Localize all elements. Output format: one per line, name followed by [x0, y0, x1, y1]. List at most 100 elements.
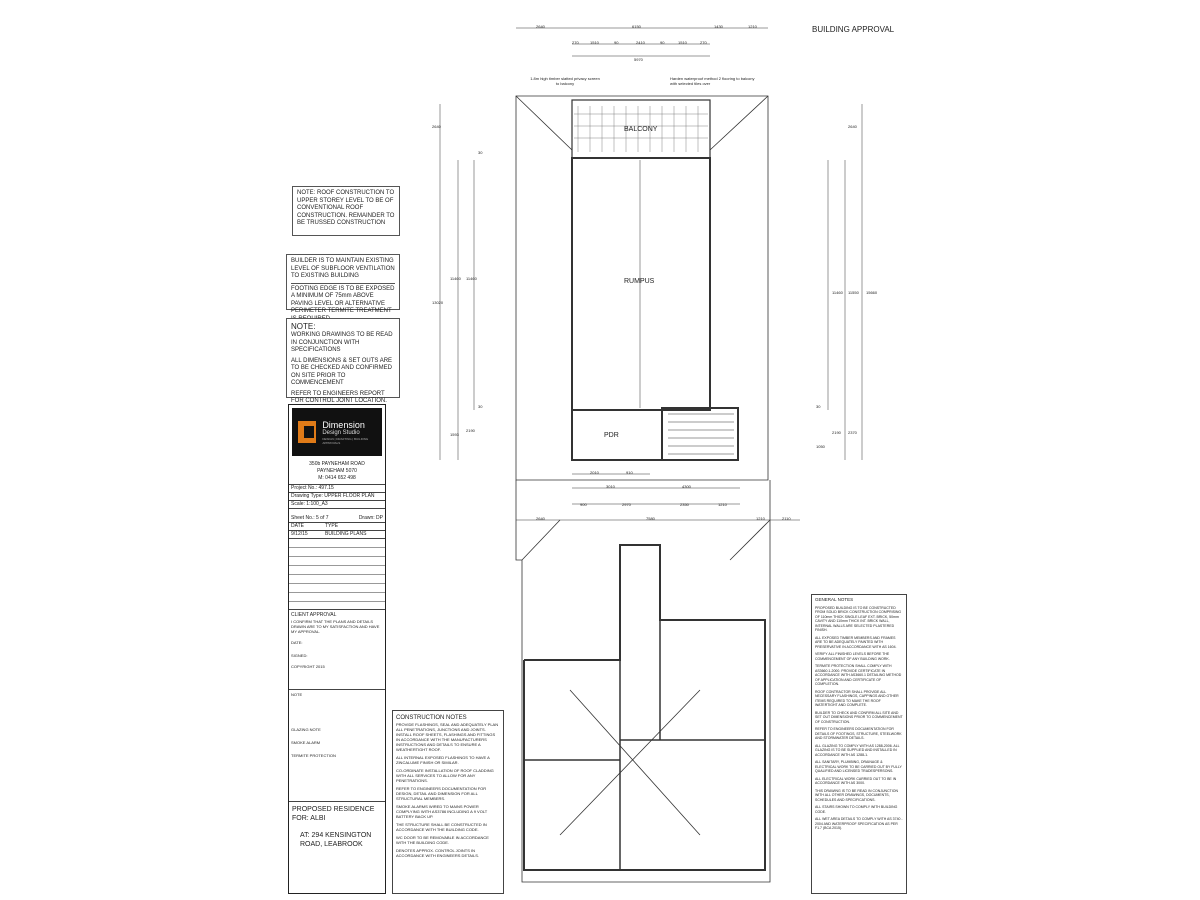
general-notes-title: GENERAL NOTES: [815, 597, 854, 602]
construction-note-1: PROVIDE FLASHINGS, SEAL AND ADEQUATELY P…: [396, 722, 499, 752]
construction-note-5: SMOKE ALARMS WIRED TO MAINS POWER COMPLY…: [396, 804, 488, 819]
lower-walls: [523, 544, 766, 871]
company-address: 350b PAYNEHAM ROAD PAYNEHAM 5070 M: 0414…: [289, 459, 385, 485]
dim-right-2: 15660: [866, 290, 878, 295]
lower-roof-outline: [515, 480, 771, 883]
revision-row: 9/12/15 BUILDING PLANS: [289, 531, 385, 539]
client-approval: CLIENT APPROVAL I CONFIRM THAT THE PLANS…: [289, 610, 385, 690]
dim-right-5: 2370: [848, 430, 857, 435]
rev-type-header: TYPE: [325, 523, 339, 529]
dim-bottom-1a: 2010: [590, 470, 599, 475]
glazing-note: GLAZING NOTE: [291, 727, 321, 732]
smoke-alarm-note: SMOKE ALARM: [291, 740, 321, 745]
dim-top-1: 2640: [536, 24, 545, 29]
termite-note: TERMITE PROTECTION: [291, 753, 336, 758]
dim-top-r2-1: 270: [572, 40, 579, 45]
general-note-12: ALL STAIRS SHOWN TO COMPLY WITH BUILDING…: [815, 805, 898, 814]
client-approval-title: CLIENT APPROVAL: [291, 612, 337, 618]
screen-annotation: 1.8m high timber slatted privacy screen …: [530, 76, 600, 86]
dim-bottom-4b: 7580: [646, 516, 655, 521]
dim-bottom-3d: 1210: [718, 502, 727, 507]
general-note-6: BUILDER TO CHECK AND CONFIRM ALL SITE AN…: [815, 710, 903, 724]
address-line-1: 350b PAYNEHAM ROAD: [309, 461, 365, 467]
general-note-10: ALL ELECTRICAL WORK CARRIED OUT TO BE IN…: [815, 776, 897, 786]
dim-right-7: 1050: [816, 444, 825, 449]
company-tagline: DESIGN | DRAFTING | BUILDING APPROVALS: [322, 436, 369, 445]
dim-top-r2-6: 1510: [678, 40, 687, 45]
general-note-13: ALL WET AREA DETAILS TO COMPLY WITH AS 3…: [815, 817, 903, 830]
dim-top-r2-3: 90: [614, 40, 619, 45]
rev-date: 9/12/15: [291, 531, 308, 537]
site-address-1: AT: 294 KENSINGTON: [300, 832, 372, 839]
note-title: NOTE:: [291, 322, 316, 331]
dim-bottom-4d: 2110: [782, 516, 791, 521]
rev-date-header: DATE: [291, 523, 304, 529]
dim-left-8: 30: [478, 404, 483, 409]
construction-note-6: THE STRUCTURE SHALL BE CONSTRUCTED IN AC…: [396, 822, 487, 832]
scale: Scale: 1:100_A3: [289, 501, 385, 509]
approval-label: BUILDING APPROVAL: [812, 25, 895, 34]
client-date-label: DATE:: [291, 640, 303, 645]
drawing-type: Drawing Type: UPPER FLOOR PLAN: [289, 493, 385, 501]
general-notes: GENERAL NOTES PROPOSED BUILDING IS TO BE…: [811, 594, 907, 894]
construction-note-2: ALL INTERNAL EXPOSED FLASHINGS TO HAVE A…: [396, 755, 490, 765]
roof-note-text: NOTE: ROOF CONSTRUCTION TO UPPER STOREY …: [297, 190, 395, 226]
room-balcony: BALCONY: [624, 126, 658, 133]
dim-right-6: 2190: [832, 430, 841, 435]
dim-left-7: 30: [478, 150, 483, 155]
builder-note-1: BUILDER IS TO MAINTAIN EXISTING LEVEL OF…: [291, 258, 395, 284]
roof-note: NOTE: ROOF CONSTRUCTION TO UPPER STOREY …: [292, 186, 400, 236]
revision-header: DATE TYPE: [289, 523, 385, 531]
sheet-row: Sheet No.: 5 of 7 Drawn: DP: [289, 515, 385, 523]
dim-top-2: 6150: [632, 24, 641, 29]
construction-note-3: CO-ORDINATE INSTALLATION OF ROOF CLADDIN…: [396, 768, 494, 783]
dim-bottom-3a: 900: [580, 502, 587, 507]
copyright: COPYRIGHT 2015: [291, 664, 325, 669]
client-approval-text: I CONFIRM THAT THE PLANS AND DETAILS DRA…: [291, 619, 380, 634]
company-logo: Dimension Design Studio DESIGN | DRAFTIN…: [292, 408, 382, 456]
general-note-4: TERMITE PROTECTION SHALL COMPLY WITH AS3…: [815, 664, 902, 686]
dim-top-r2-2: 1510: [590, 40, 599, 45]
company-name-1: Dimension: [322, 419, 365, 430]
title-block: Dimension Design Studio DESIGN | DRAFTIN…: [288, 404, 386, 894]
general-note-3: VERIFY ALL FINISHED LEVELS BEFORE THE CO…: [815, 652, 890, 661]
dim-left-5: 1593: [450, 432, 459, 437]
construction-note-8: DENOTES APPROX. CONTROL JOINTS IN ACCORD…: [396, 848, 480, 858]
waterproof-annotation: Harden waterproof method 2 flooring to b…: [670, 76, 755, 86]
note-2: ALL DIMENSIONS & SET OUTS ARE TO BE CHEC…: [291, 357, 393, 387]
dim-right-4: 11460: [832, 290, 843, 295]
dim-bottom-2a: 3010: [606, 484, 615, 489]
note-3: REFER TO ENGINEERS REPORT FOR CONTROL JO…: [291, 390, 387, 405]
dim-top-4: 1210: [748, 24, 757, 29]
general-note-11: THIS DRAWING IS TO BE READ IN CONJUNCTIO…: [815, 788, 898, 802]
sheet-no: Sheet No.: 5 of 7: [291, 515, 329, 521]
stair-treads: [668, 413, 734, 455]
dim-bottom-3b: 2970: [622, 502, 631, 507]
project-title-2: FOR: ALBI: [292, 815, 326, 822]
phone: M: 0414 652 498: [318, 475, 356, 481]
stair-block: [661, 407, 739, 461]
client-signed-label: SIGNED:: [291, 653, 308, 658]
construction-notes-title: CONSTRUCTION NOTES: [396, 715, 467, 721]
dim-top-3: 1430: [714, 24, 723, 29]
dim-top-r3: 5970: [634, 57, 643, 62]
dim-left-1: 2640: [432, 124, 441, 129]
dim-bottom-1b: 910: [626, 470, 633, 475]
dim-right-3: 11550: [848, 290, 859, 295]
tb-note-title: NOTE: [291, 692, 303, 697]
general-note-9: ALL SANITARY, PLUMBING, DRAINAGE & ELECT…: [815, 760, 902, 773]
dim-top-r2-5: 90: [660, 40, 665, 45]
drawn-by: Drawn: DP: [358, 515, 383, 521]
dim-top-r2-4: 2410: [636, 40, 645, 45]
dim-left-6: 2190: [466, 428, 475, 433]
general-note-7: REFER TO ENGINEERS DOCUMENTATION FOR DET…: [815, 727, 902, 740]
revision-table-empty: [289, 539, 385, 610]
dim-left-4: 11460: [466, 276, 477, 281]
dim-right-1: 2640: [848, 124, 857, 129]
balcony-tile-grid: [574, 106, 708, 152]
dim-right-8: 30: [816, 404, 821, 409]
site-address-2: ROAD, LEABROOK: [300, 841, 363, 848]
project-title-1: PROPOSED RESIDENCE: [292, 806, 375, 813]
note-1: WORKING DRAWINGS TO BE READ IN CONJUNCTI…: [291, 332, 393, 353]
dim-bottom-4a: 2640: [536, 516, 545, 521]
